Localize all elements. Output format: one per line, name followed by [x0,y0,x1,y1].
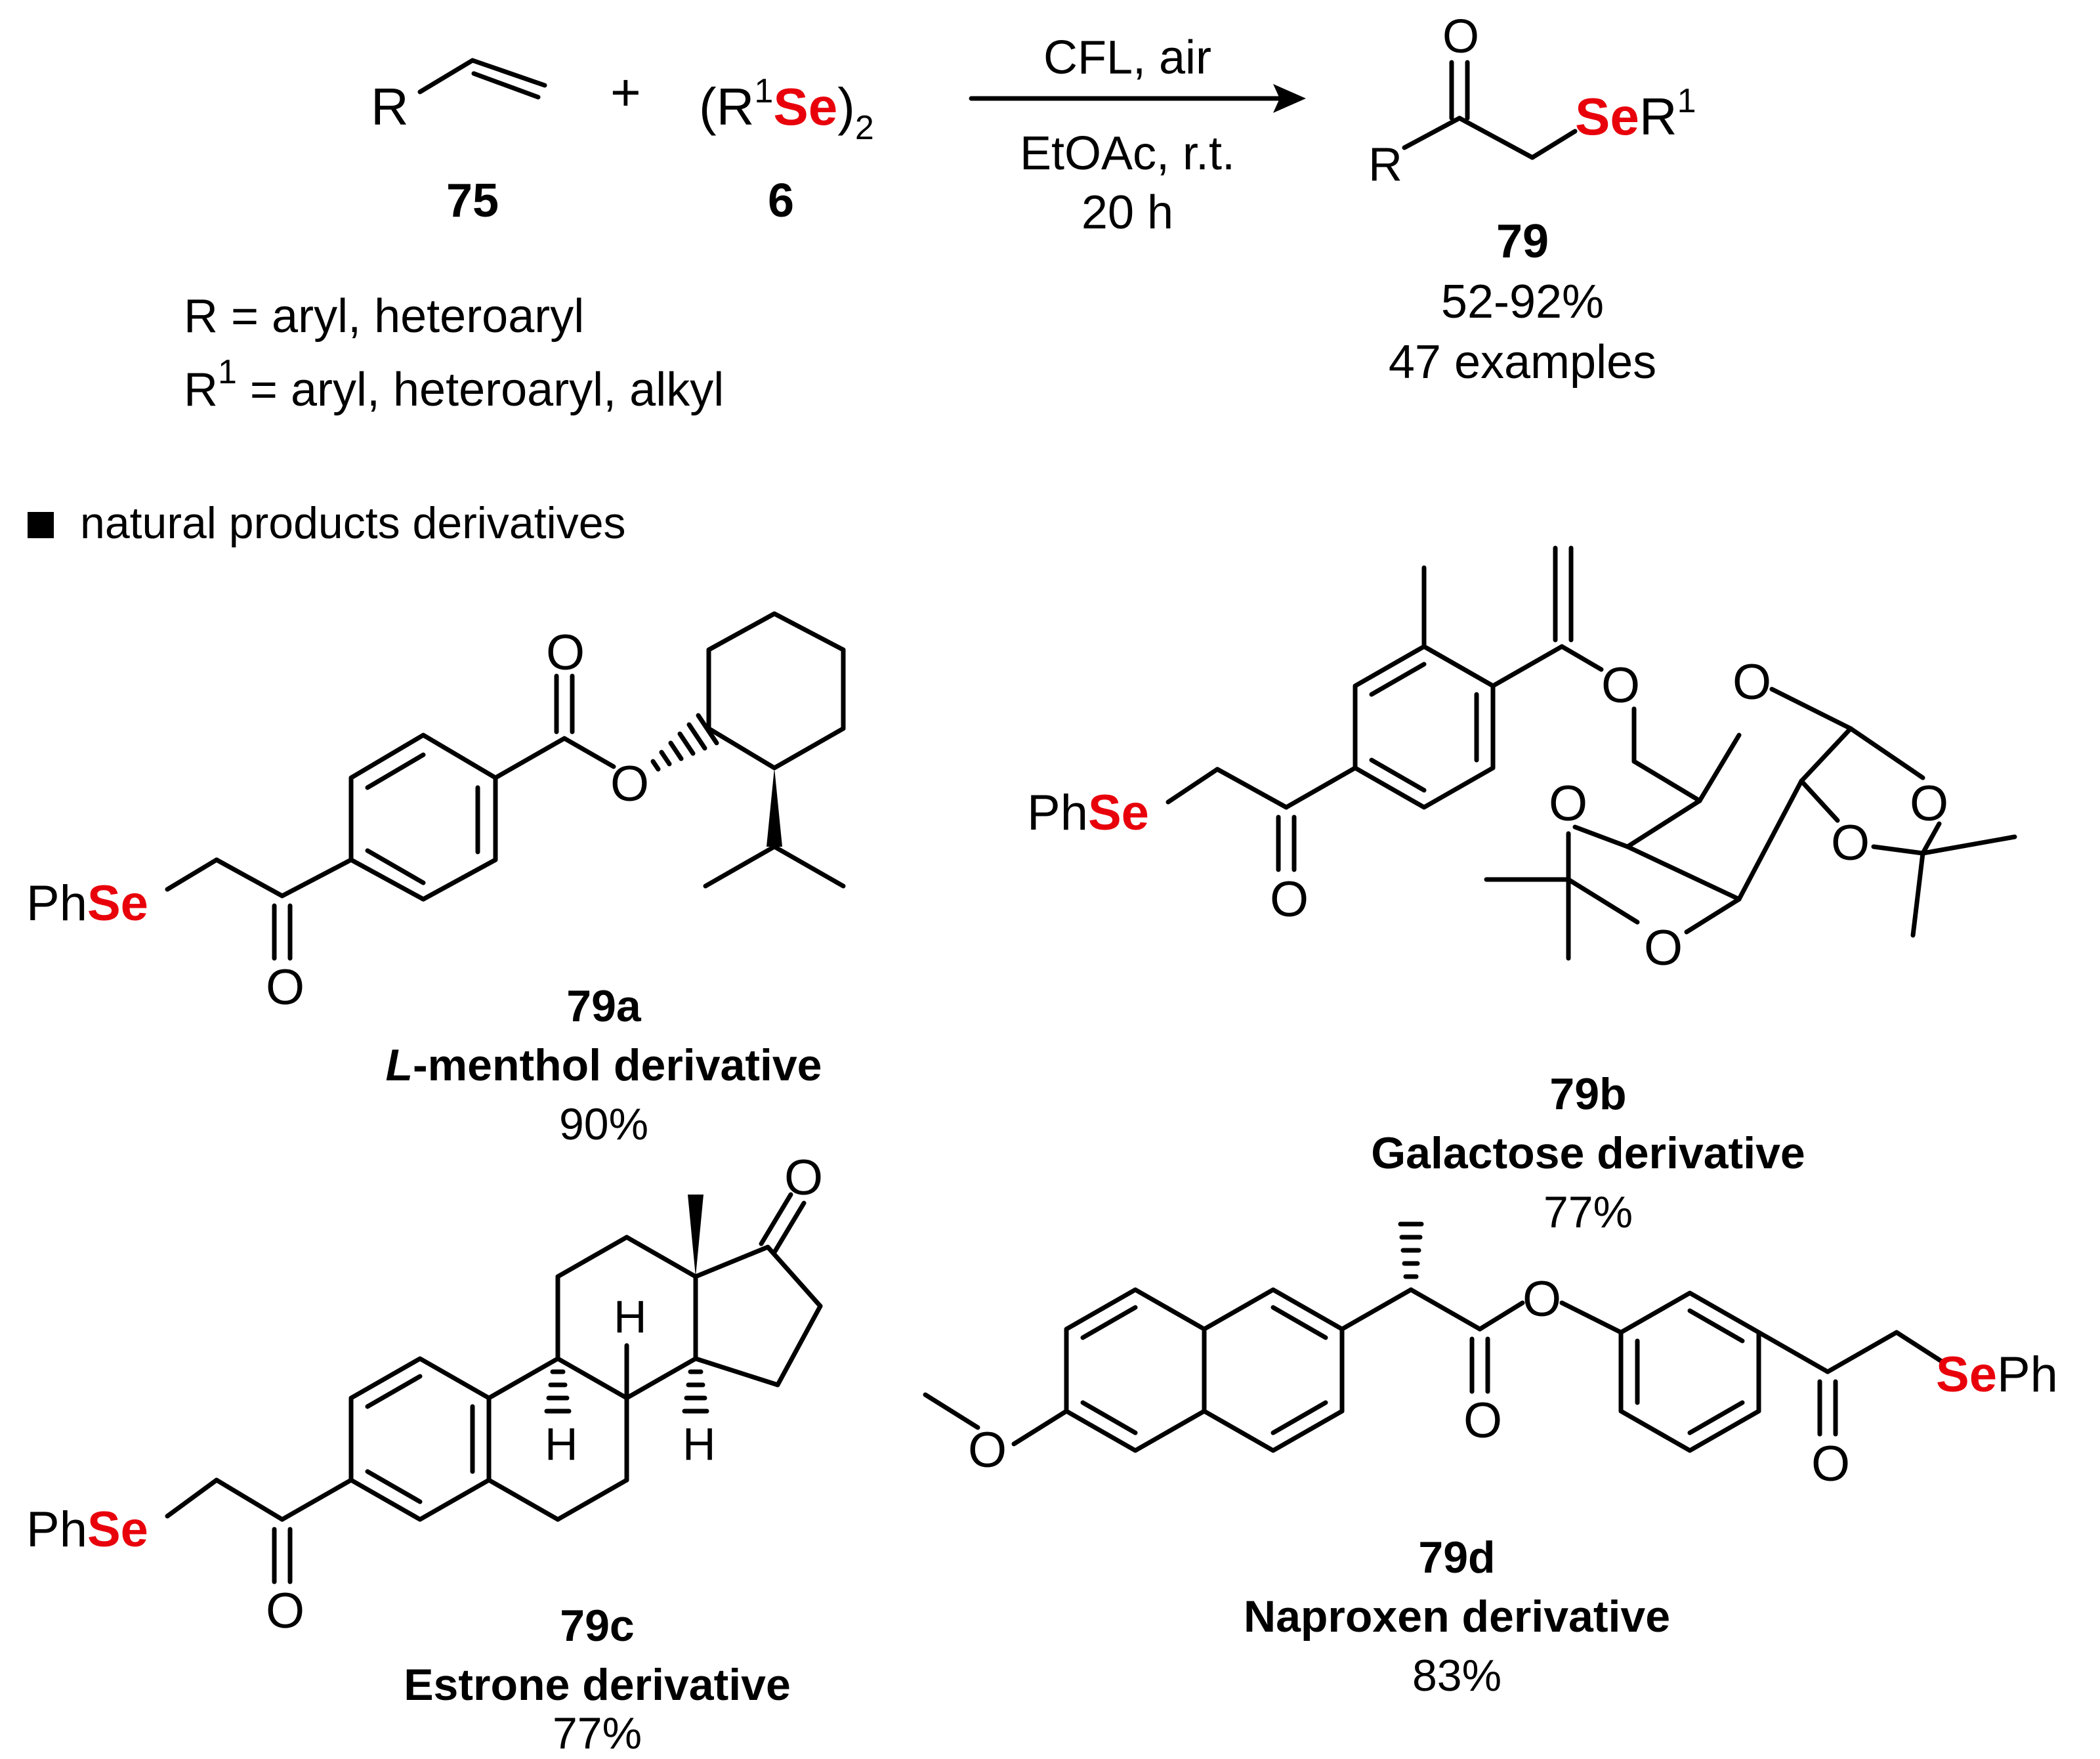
79a-ph: Ph [26,876,87,931]
compound-label-6: 6 [768,175,794,227]
name-79b: Galactose derivative [1371,1128,1805,1178]
svg-text:L-menthol derivative: L-menthol derivative [385,1040,822,1090]
diselenide-close: ) [837,77,855,136]
structure-79a: PhSe O O O 79a L-m [26,611,846,1149]
svg-text:PhSe: PhSe [26,1502,148,1558]
79a-ester-oxygen: O [610,756,649,812]
79d-se: Se [1936,1347,1997,1403]
79c-ketone-o: O [266,1583,304,1639]
product-79: O R SeR1 79 52-92% 47 examples [1368,11,1696,389]
79d-methoxy-o: O [968,1422,1007,1478]
product-oxygen: O [1442,11,1479,63]
79b-acetonide-o2: O [1644,920,1683,976]
79a-ketone-o: O [266,960,304,1015]
reaction-arrow: CFL, air EtOAc, r.t. 20 h [969,32,1306,239]
diselenide-6: (R1Se)2 6 [699,72,874,227]
79a-name-italic: L [385,1040,413,1090]
alkene-r-label: R [371,77,409,136]
svg-text:SePh: SePh [1936,1347,2058,1403]
r1-def-r: R [184,364,218,416]
yield-79a: 90% [559,1099,648,1149]
product-r-label: R [1368,138,1402,191]
compound-label-75: 75 [446,175,499,227]
79b-acetonide-o4: O [1831,815,1870,871]
conditions-bottom-2: 20 h [1082,186,1173,239]
79d-ester-oxygen: O [1522,1271,1561,1327]
79c-h2: H [545,1418,578,1470]
conditions-bottom-1: EtOAc, r.t. [1020,127,1235,180]
product-r1-sup: 1 [1677,82,1696,120]
svg-text:SeR1: SeR1 [1575,82,1696,146]
79b-ester-oxygen: O [1601,658,1640,713]
svg-text:PhSe: PhSe [1027,785,1149,841]
plus-sign: + [610,63,641,121]
label-79b: 79b [1549,1069,1626,1119]
79c-se: Se [87,1502,148,1558]
79b-acetonide-o3: O [1910,776,1948,832]
general-reaction: R 75 + (R1Se)2 6 CFL, air EtOAc, r.t. 20… [184,11,1696,416]
structure-79c: PhSe O O H [26,1150,823,1758]
conditions-top: CFL, air [1043,32,1211,84]
label-79a: 79a [566,981,642,1031]
r-definition: R = aryl, heteroaryl [184,290,584,343]
svg-text:(R1Se)2: (R1Se)2 [699,72,874,147]
diselenide-se: Se [773,77,837,136]
product-se: Se [1575,87,1639,146]
diselenide-sub: 2 [855,109,874,147]
name-79d: Naproxen derivative [1244,1592,1670,1642]
examples-count: 47 examples [1389,336,1656,389]
79a-ester-o: O [546,625,585,681]
diselenide-open: (R [699,77,754,136]
79d-ketone-o: O [1811,1436,1850,1492]
r1-def-rest: = aryl, heteroaryl, alkyl [237,364,724,416]
79a-name-rest: -menthol derivative [413,1040,822,1090]
79b-ring-oxygen: O [1732,654,1771,710]
79c-ketone-o2: O [784,1150,823,1206]
yield-79b: 77% [1544,1187,1633,1237]
svg-text:PhSe: PhSe [26,876,148,931]
79c-ph: Ph [26,1502,87,1558]
79b-se: Se [1088,785,1149,841]
section-heading: natural products derivatives [80,498,626,548]
79c-h1: H [614,1291,647,1342]
product-r1: R [1639,87,1677,146]
79b-ketone-o: O [1270,872,1309,927]
79b-ph: Ph [1027,785,1088,841]
structure-79d: O O O O SePh 79d Naproxen derivati [923,1221,2058,1701]
diselenide-sup: 1 [754,72,773,110]
79d-ph: Ph [1997,1347,2058,1403]
79d-carbonyl-o: O [1463,1393,1502,1449]
yield-79d: 83% [1412,1651,1502,1701]
svg-text:R1 = aryl, heteroaryl, alkyl: R1 = aryl, heteroaryl, alkyl [184,353,724,416]
yield-range: 52-92% [1441,276,1604,328]
bullet-square-icon [28,512,54,538]
r1-def-sup: 1 [218,353,237,391]
label-79d: 79d [1418,1533,1495,1582]
yield-79c: 77% [553,1708,642,1758]
alkene-75: R 75 [371,58,547,227]
name-79c: Estrone derivative [404,1660,791,1710]
79b-acetonide-o1: O [1549,776,1587,832]
79c-h3: H [682,1418,716,1470]
79a-se: Se [87,876,148,931]
structure-79b: PhSe O O O O O [1027,545,2017,1237]
label-79c: 79c [560,1601,634,1651]
compound-label-79: 79 [1496,215,1549,268]
